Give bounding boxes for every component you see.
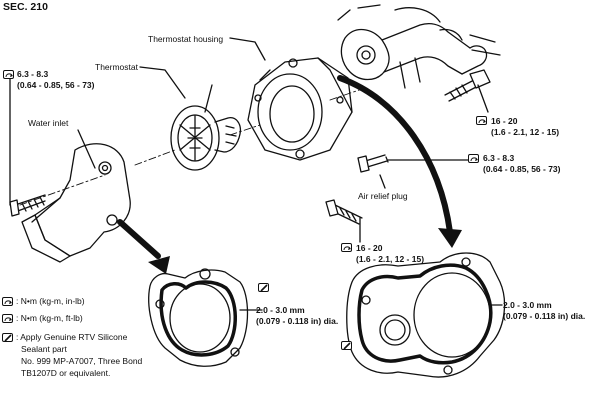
left-bolt-torque-detail: (0.64 - 0.85, 56 - 73) — [17, 80, 95, 90]
right-sealant-width-value: 2.0 - 3.0 mm — [503, 300, 552, 310]
legend-inlb-text: : N•m (kg-m, in-lb) — [16, 296, 85, 306]
right-top-bolt-torque-value: 16 - 20 — [491, 116, 518, 126]
left-sealant-width-value: 2.0 - 3.0 mm — [256, 305, 305, 315]
sealant-icon — [341, 341, 352, 350]
torque-ftlb-icon — [2, 314, 13, 323]
thermostat-label: Thermostat — [95, 62, 138, 72]
torque-inlb-icon — [2, 297, 13, 306]
legend-sealant-line4: TB1207D or equivalent. — [21, 368, 111, 378]
water-inlet-label: Water inlet — [28, 118, 69, 128]
bottom-bolt-torque-value: 16 - 20 — [356, 243, 383, 253]
bottom-bolt-torque-detail: (1.6 - 2.1, 12 - 15) — [356, 254, 425, 264]
torque-inlb-icon — [468, 154, 479, 163]
legend-sealant-line2: Sealant part — [21, 344, 67, 354]
sealant-icon — [258, 283, 269, 292]
torque-ftlb-icon — [341, 243, 352, 252]
air-relief-torque-value: 6.3 - 8.3 — [483, 153, 515, 163]
left-bolt-torque-value: 6.3 - 8.3 — [17, 69, 49, 79]
torque-inlb-icon — [3, 70, 14, 79]
torque-ftlb-icon — [476, 116, 487, 125]
air-relief-torque-detail: (0.64 - 0.85, 56 - 73) — [483, 164, 561, 174]
left-sealant-width-detail: (0.079 - 0.118 in) dia. — [256, 316, 339, 326]
legend-sealant-line1: : Apply Genuine RTV Silicone — [16, 332, 128, 342]
sealant-icon — [2, 333, 13, 342]
legend-sealant-line3: No. 999 MP-A7007, Three Bond — [21, 356, 143, 366]
thermostat-housing-label: Thermostat housing — [148, 34, 224, 44]
legend-ftlb-text: : N•m (kg-m, ft-lb) — [16, 313, 83, 323]
air-relief-plug-label: Air relief plug — [358, 191, 408, 201]
section-number: SEC. 210 — [3, 1, 48, 13]
right-top-bolt-torque-detail: (1.6 - 2.1, 12 - 15) — [491, 127, 560, 137]
right-sealant-width-detail: (0.079 - 0.118 in) dia. — [503, 311, 586, 321]
